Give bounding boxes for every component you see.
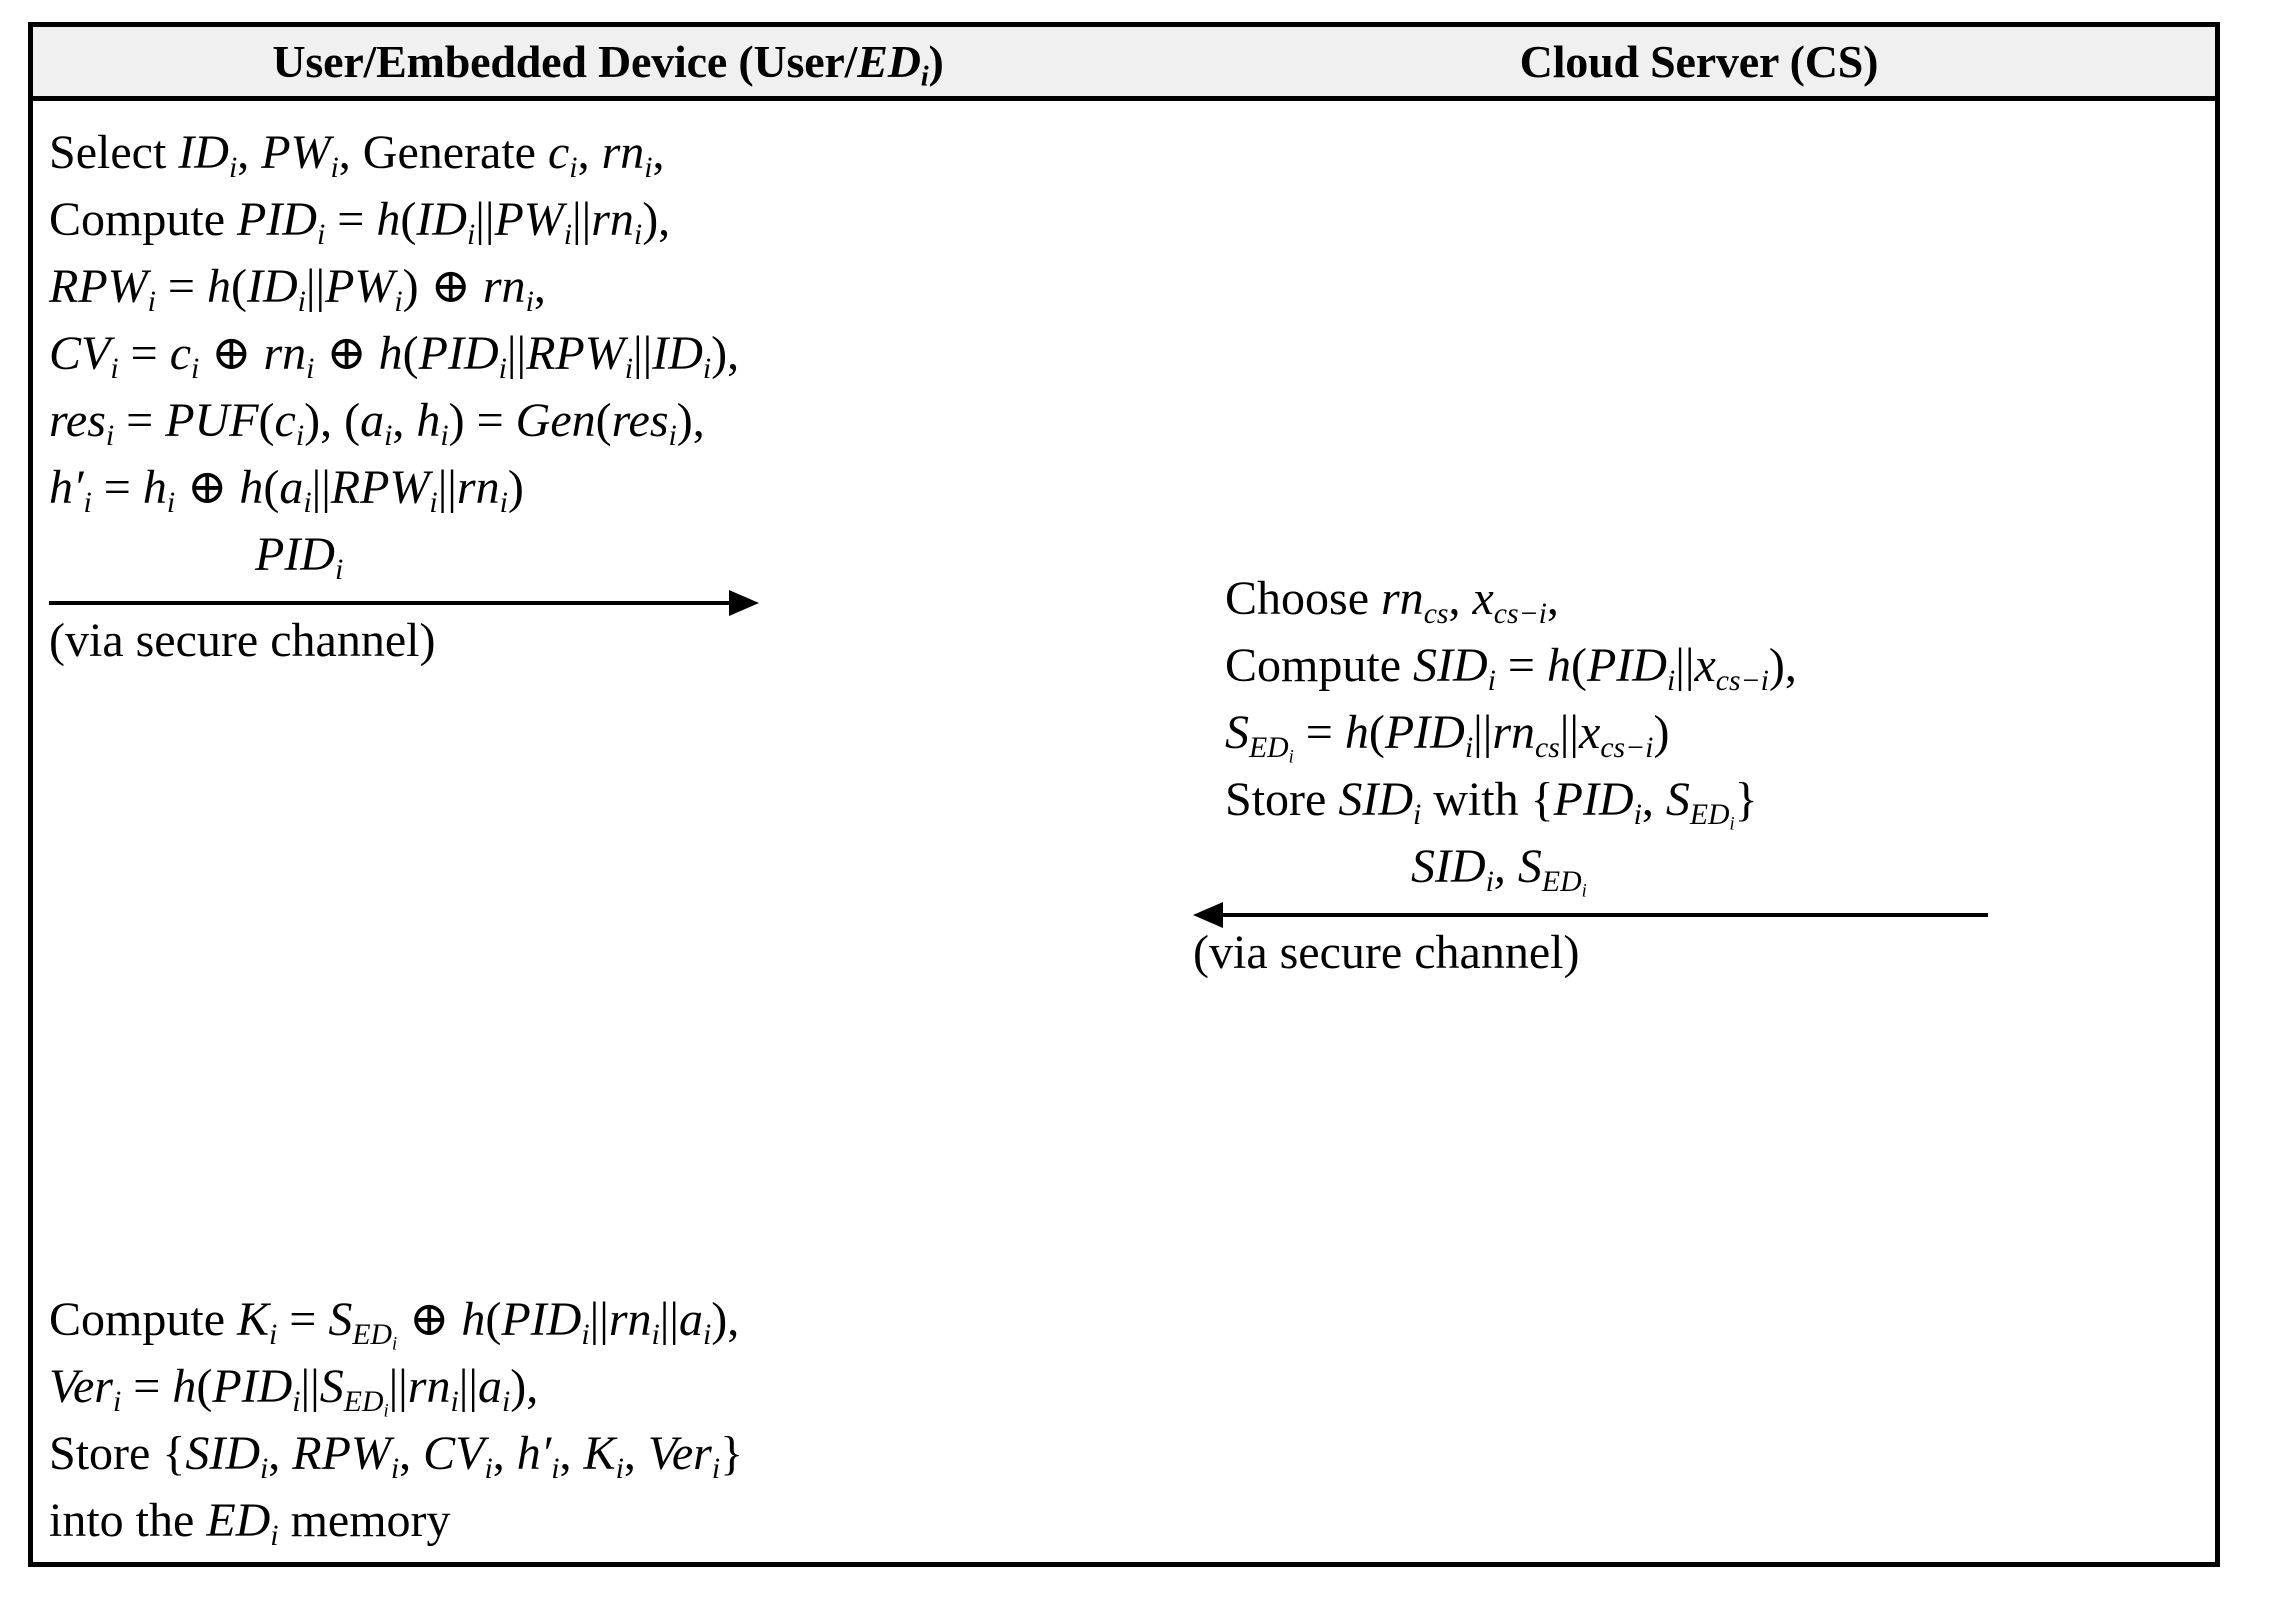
step-store-sid: Store SIDi with {PIDi, SEDi} xyxy=(1225,773,1758,834)
step-compute-k: Compute Ki = SEDi ⊕ h(PIDi||rni||ai), xyxy=(49,1293,740,1354)
message-pid-label: PIDi xyxy=(255,528,344,586)
step-store: Store {SIDi, RPWi, CVi, h′i, Ki, Veri} xyxy=(49,1427,744,1485)
column-cloud-server: Choose rncs, xcs−i, Compute SIDi = h(PID… xyxy=(1183,101,2215,1562)
protocol-table: User/Embedded Device (User/EDi) Cloud Se… xyxy=(28,22,2220,1567)
column-header-user-embedded-device: User/Embedded Device (User/EDi) xyxy=(33,27,1183,96)
step-rpw: RPWi = h(IDi||PWi) ⊕ rni, xyxy=(49,260,546,318)
message-pid-arrow-line xyxy=(49,601,729,605)
column-user-embedded-device: Select IDi, PWi, Generate ci, rni, Compu… xyxy=(33,101,1183,1562)
step-compute-pid: Compute PIDi = h(IDi||PWi||rni), xyxy=(49,193,671,251)
step-cv: CVi = ci ⊕ rni ⊕ h(PIDi||RPWi||IDi), xyxy=(49,327,740,385)
step-select-line: Select IDi, PWi, Generate ci, rni, xyxy=(49,126,665,184)
message-sid-sed-label: SIDi, SEDi xyxy=(1411,840,1587,901)
step-ver: Veri = h(PIDi||SEDi||rni||ai), xyxy=(49,1360,539,1421)
message-pid-arrow-head-right-icon xyxy=(729,590,759,616)
step-choose: Choose rncs, xcs−i, xyxy=(1225,572,1559,630)
message-sid-sed-arrow-head-left-icon xyxy=(1193,902,1223,928)
column-header-user-label: User/Embedded Device (User/EDi) xyxy=(272,36,944,93)
message-sid-sed-arrow-line xyxy=(1223,913,1988,917)
step-hprime: h′i = hi ⊕ h(ai||RPWi||rni) xyxy=(49,461,524,519)
step-sed: SEDi = h(PIDi||rncs||xcs−i) xyxy=(1225,706,1670,767)
step-into-memory: into the EDi memory xyxy=(49,1494,451,1552)
message-pid-channel-note: (via secure channel) xyxy=(49,614,436,667)
table-header-row: User/Embedded Device (User/EDi) Cloud Se… xyxy=(33,27,2215,101)
column-header-cloud-server: Cloud Server (CS) xyxy=(1183,27,2215,96)
message-sid-sed-channel-note: (via secure channel) xyxy=(1193,926,1580,979)
step-compute-sid: Compute SIDi = h(PIDi||xcs−i), xyxy=(1225,639,1797,697)
step-res: resi = PUF(ci), (ai, hi) = Gen(resi), xyxy=(49,394,705,452)
column-header-cloud-label: Cloud Server (CS) xyxy=(1519,36,1879,87)
table-body-row: Select IDi, PWi, Generate ci, rni, Compu… xyxy=(33,101,2215,1562)
